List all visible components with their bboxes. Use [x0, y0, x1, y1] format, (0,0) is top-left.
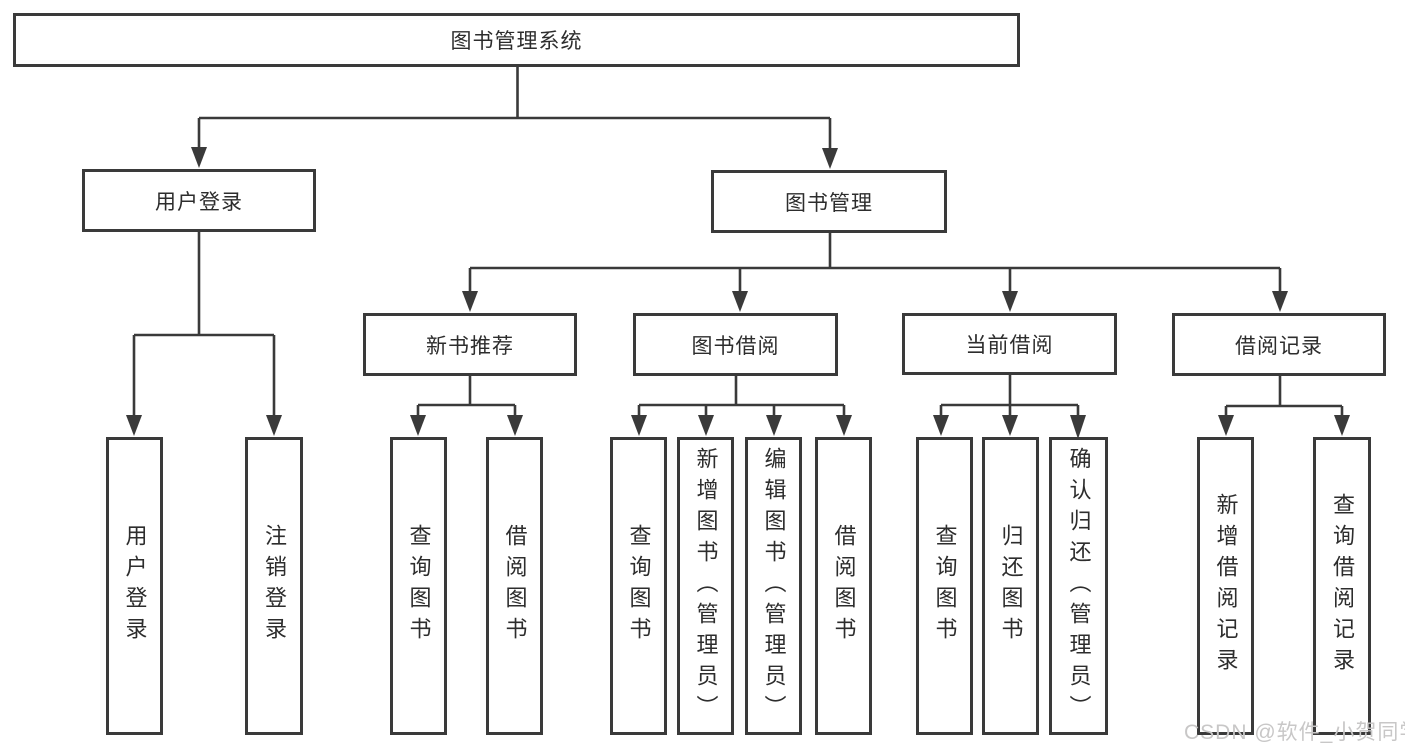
leaf-label: 新增图书（管理员）	[693, 446, 719, 726]
arrowhead	[191, 147, 207, 168]
node-label: 当前借阅	[965, 334, 1054, 357]
leaf-add-borrow-record: 新增借阅记录	[1197, 437, 1254, 735]
node-label: 图书管理	[785, 191, 873, 215]
connector-root-level2	[197, 67, 832, 153]
arrowhead	[1070, 415, 1086, 439]
leaf-label: 查询图书	[932, 524, 958, 648]
arrowhead	[266, 415, 282, 436]
connector-user-login-children	[132, 231, 276, 420]
arrowhead	[1002, 415, 1018, 436]
leaf-label: 归还图书	[998, 524, 1024, 648]
leaf-add-books-admin: 新增图书（管理员）	[677, 437, 734, 735]
arrowhead	[1218, 415, 1234, 436]
connector-borrow-record-children	[1224, 375, 1344, 418]
arrowhead	[631, 415, 647, 436]
leaf-user-login: 用户登录	[106, 437, 163, 735]
node-book-borrow: 图书借阅	[633, 313, 838, 376]
node-label: 借阅记录	[1235, 334, 1323, 358]
leaf-label: 查询借阅记录	[1330, 493, 1355, 679]
connector-new-book-children	[416, 375, 517, 418]
leaf-label: 借阅图书	[831, 524, 857, 648]
leaf-borrow-books-recommend: 借阅图书	[486, 437, 543, 735]
arrowhead	[1002, 291, 1018, 312]
leaf-label: 新增借阅记录	[1213, 493, 1239, 679]
leaf-query-borrow-record: 查询借阅记录	[1313, 437, 1371, 735]
leaf-return-books: 归还图书	[982, 437, 1039, 735]
node-root-system: 图书管理系统	[13, 13, 1020, 67]
arrowhead	[822, 148, 838, 169]
connector-book-borrow-children	[637, 375, 846, 418]
arrowhead	[1272, 291, 1288, 312]
leaf-label: 借阅图书	[502, 524, 528, 648]
arrowhead	[766, 415, 782, 436]
node-label: 用户登录	[155, 190, 243, 214]
arrowhead	[1334, 415, 1350, 436]
leaf-label: 编辑图书（管理员）	[761, 446, 787, 726]
csdn-watermark: CSDN @软件_小贺同学	[1184, 721, 1405, 744]
node-current-borrow: 当前借阅	[902, 313, 1117, 375]
connector-current-borrow-children	[939, 374, 1080, 418]
arrowhead	[933, 415, 949, 436]
leaf-logout: 注销登录	[245, 437, 303, 735]
leaf-query-books-borrow: 查询图书	[610, 437, 667, 735]
leaf-edit-books-admin: 编辑图书（管理员）	[745, 437, 802, 735]
node-book-management: 图书管理	[711, 170, 947, 233]
leaf-label: 查询图书	[406, 524, 432, 648]
arrowhead	[126, 415, 142, 436]
leaf-label: 用户登录	[122, 524, 148, 648]
arrowhead	[698, 415, 714, 436]
arrowhead	[836, 415, 852, 436]
node-new-book-recommend: 新书推荐	[363, 313, 577, 376]
arrowhead	[507, 415, 523, 436]
node-borrow-record: 借阅记录	[1172, 313, 1386, 376]
node-user-login: 用户登录	[82, 169, 316, 232]
leaf-label: 注销登录	[262, 524, 287, 648]
node-label: 图书管理系统	[450, 30, 583, 53]
arrowhead	[462, 291, 478, 312]
arrowhead	[732, 291, 748, 312]
node-label: 新书推荐	[426, 334, 514, 358]
leaf-label: 查询图书	[626, 524, 652, 648]
leaf-query-books-current: 查询图书	[916, 437, 973, 735]
leaf-label: 确认归还（管理员）	[1066, 446, 1092, 726]
connector-book-mgmt-level3	[468, 232, 1282, 296]
node-label: 图书借阅	[691, 334, 780, 358]
leaf-query-books-recommend: 查询图书	[390, 437, 447, 735]
leaf-borrow-books: 借阅图书	[815, 437, 872, 735]
leaf-confirm-return-admin: 确认归还（管理员）	[1049, 437, 1108, 735]
arrowhead	[410, 415, 426, 436]
